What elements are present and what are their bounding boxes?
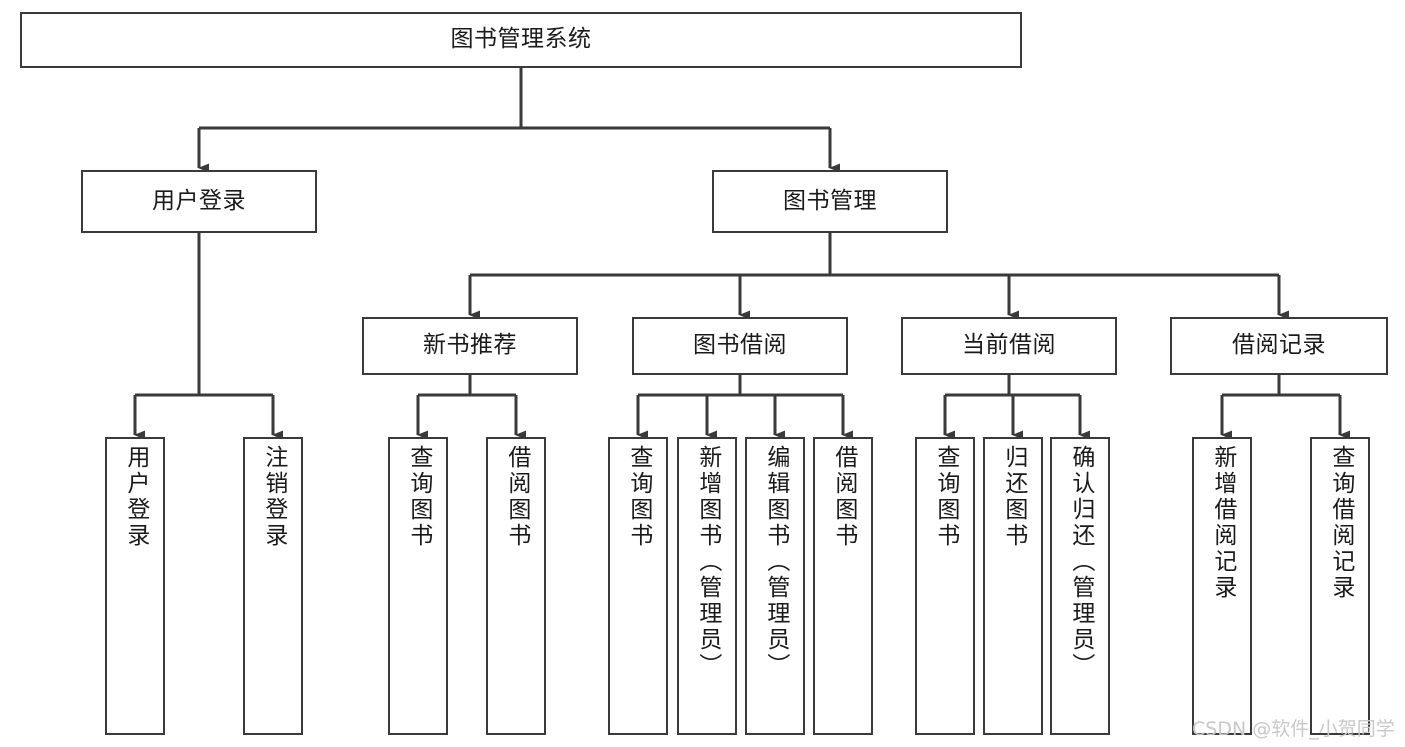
node-label: 图书管理 (783, 187, 877, 214)
node-leaf-query-book-3[interactable]: 查询图书 (915, 437, 975, 735)
node-label: 注销登录 (260, 445, 287, 549)
watermark: CSDN @软件_小贺同学 (1192, 718, 1395, 740)
node-label: 查询图书 (405, 445, 432, 549)
node-label: 归还图书 (1000, 445, 1027, 549)
node-root[interactable]: 图书管理系统 (20, 12, 1022, 68)
node-leaf-borrow-book-1[interactable]: 借阅图书 (486, 437, 546, 735)
node-book-borrow[interactable]: 图书借阅 (632, 317, 848, 375)
node-label: 新增图书（管理员） (694, 445, 721, 679)
node-label: 当前借阅 (962, 332, 1056, 359)
node-label: 图书管理系统 (450, 26, 592, 53)
node-leaf-query-book-2[interactable]: 查询图书 (608, 437, 668, 735)
node-current-borrow[interactable]: 当前借阅 (901, 317, 1117, 375)
node-user-login[interactable]: 用户登录 (81, 170, 317, 233)
node-leaf-query-book-1[interactable]: 查询图书 (388, 437, 448, 735)
node-leaf-confirm-return[interactable]: 确认归还（管理员） (1050, 437, 1110, 735)
node-label: 新书推荐 (423, 332, 517, 359)
node-label: 查询图书 (932, 445, 959, 549)
node-leaf-borrow-book-2[interactable]: 借阅图书 (813, 437, 873, 735)
node-leaf-edit-book[interactable]: 编辑图书（管理员） (745, 437, 805, 735)
node-leaf-add-record[interactable]: 新增借阅记录 (1192, 437, 1252, 735)
node-label: 用户登录 (122, 445, 149, 549)
node-label: 借阅记录 (1232, 332, 1326, 359)
node-new-book-rec[interactable]: 新书推荐 (362, 317, 578, 375)
node-label: 用户登录 (152, 187, 246, 214)
node-leaf-user-login[interactable]: 用户登录 (105, 437, 165, 735)
connector-lines (133, 68, 1350, 440)
node-label: 编辑图书（管理员） (762, 445, 789, 679)
node-label: 图书借阅 (693, 332, 787, 359)
node-label: 借阅图书 (830, 445, 857, 549)
node-label: 查询图书 (625, 445, 652, 549)
node-leaf-add-book[interactable]: 新增图书（管理员） (677, 437, 737, 735)
node-label: 查询借阅记录 (1327, 445, 1354, 601)
node-label: 新增借阅记录 (1209, 445, 1236, 601)
node-leaf-query-record[interactable]: 查询借阅记录 (1310, 437, 1370, 735)
node-label: 确认归还（管理员） (1067, 445, 1094, 679)
node-book-manage[interactable]: 图书管理 (712, 170, 948, 233)
node-leaf-user-logout[interactable]: 注销登录 (243, 437, 303, 735)
node-label: 借阅图书 (503, 445, 530, 549)
node-borrow-record[interactable]: 借阅记录 (1170, 317, 1388, 375)
node-leaf-return-book[interactable]: 归还图书 (983, 437, 1043, 735)
